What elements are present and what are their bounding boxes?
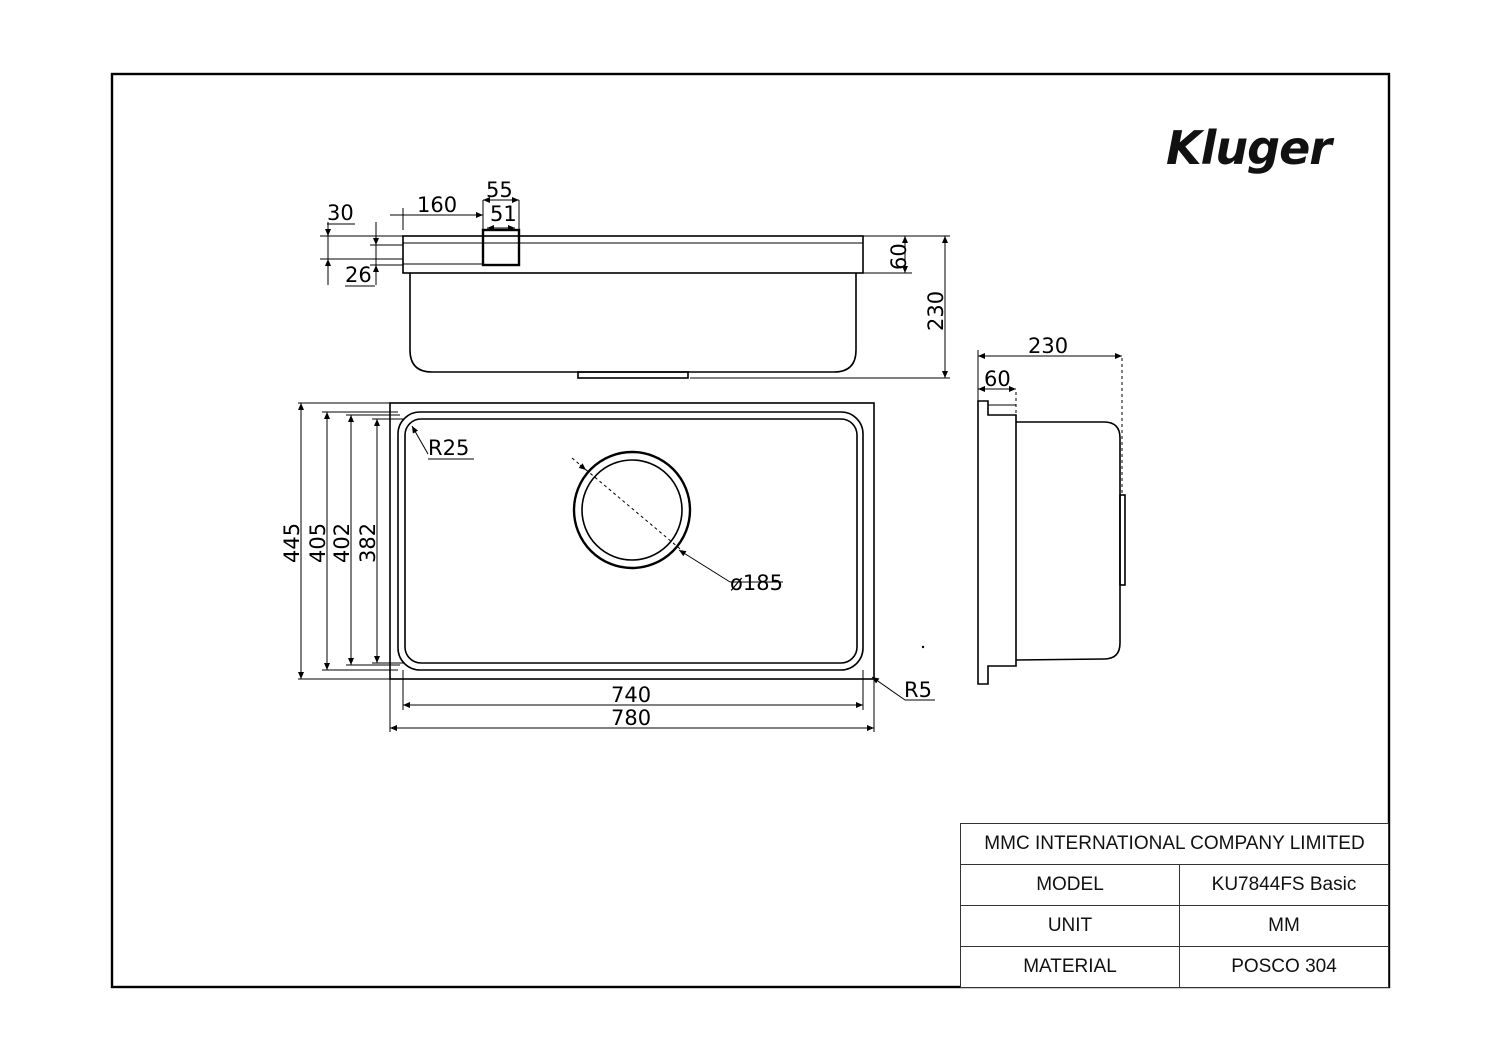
plan-bowl-inner [404,418,858,664]
dim-55: 55 [486,178,513,202]
front-bowl-profile [409,273,857,373]
brand-logo: Kluger [1166,121,1335,175]
front-drain-stub [577,371,689,379]
dim-382: 382 [356,523,380,563]
dim-60-side: 60 [984,367,1011,391]
front-rim [402,235,864,274]
dim-51: 51 [490,202,517,226]
title-value-unit: MM [1179,905,1389,947]
title-row-model: MODEL KU7844FS Basic [960,864,1389,906]
title-label-model: MODEL [960,864,1180,906]
dim-160: 160 [417,193,457,217]
dim-780: 780 [611,706,651,730]
side-bowl-profile [1015,421,1121,661]
dim-30: 30 [327,201,354,225]
dim-405: 405 [306,523,330,563]
title-label-unit: UNIT [960,905,1180,947]
title-block: MMC INTERNATIONAL COMPANY LIMITED MODEL … [960,823,1389,988]
dim-r5: R5 [904,678,932,702]
title-row-unit: UNIT MM [960,905,1389,947]
dim-r25: R25 [428,436,469,460]
side-drain-stub [1119,494,1126,586]
dim-26: 26 [345,263,372,287]
dim-dia-185: ø185 [730,571,783,595]
plan-view: ø185 R25 R5 445 405 402 382 [280,402,935,732]
plan-drain-inner [581,459,683,561]
dim-402: 402 [330,523,354,563]
sheet-border [110,72,1391,989]
side-elevation-view: 230 60 [977,334,1126,685]
front-elevation-view: 30 160 55 51 26 60 230 [320,178,950,379]
side-outline [977,400,1017,685]
dim-230-front: 230 [924,291,948,331]
plan-bowl-outer [397,411,864,671]
plan-drain-outer [572,450,692,570]
plan-outer-rim [389,402,875,680]
title-value-model: KU7844FS Basic [1179,864,1389,906]
dim-740: 740 [611,683,651,707]
title-row-material: MATERIAL POSCO 304 [960,946,1389,988]
title-label-material: MATERIAL [960,946,1180,988]
dim-230-side: 230 [1028,334,1068,358]
dim-445: 445 [280,523,304,563]
title-value-material: POSCO 304 [1179,946,1389,988]
company-name: MMC INTERNATIONAL COMPANY LIMITED [960,823,1389,865]
dim-60-front: 60 [887,243,911,270]
